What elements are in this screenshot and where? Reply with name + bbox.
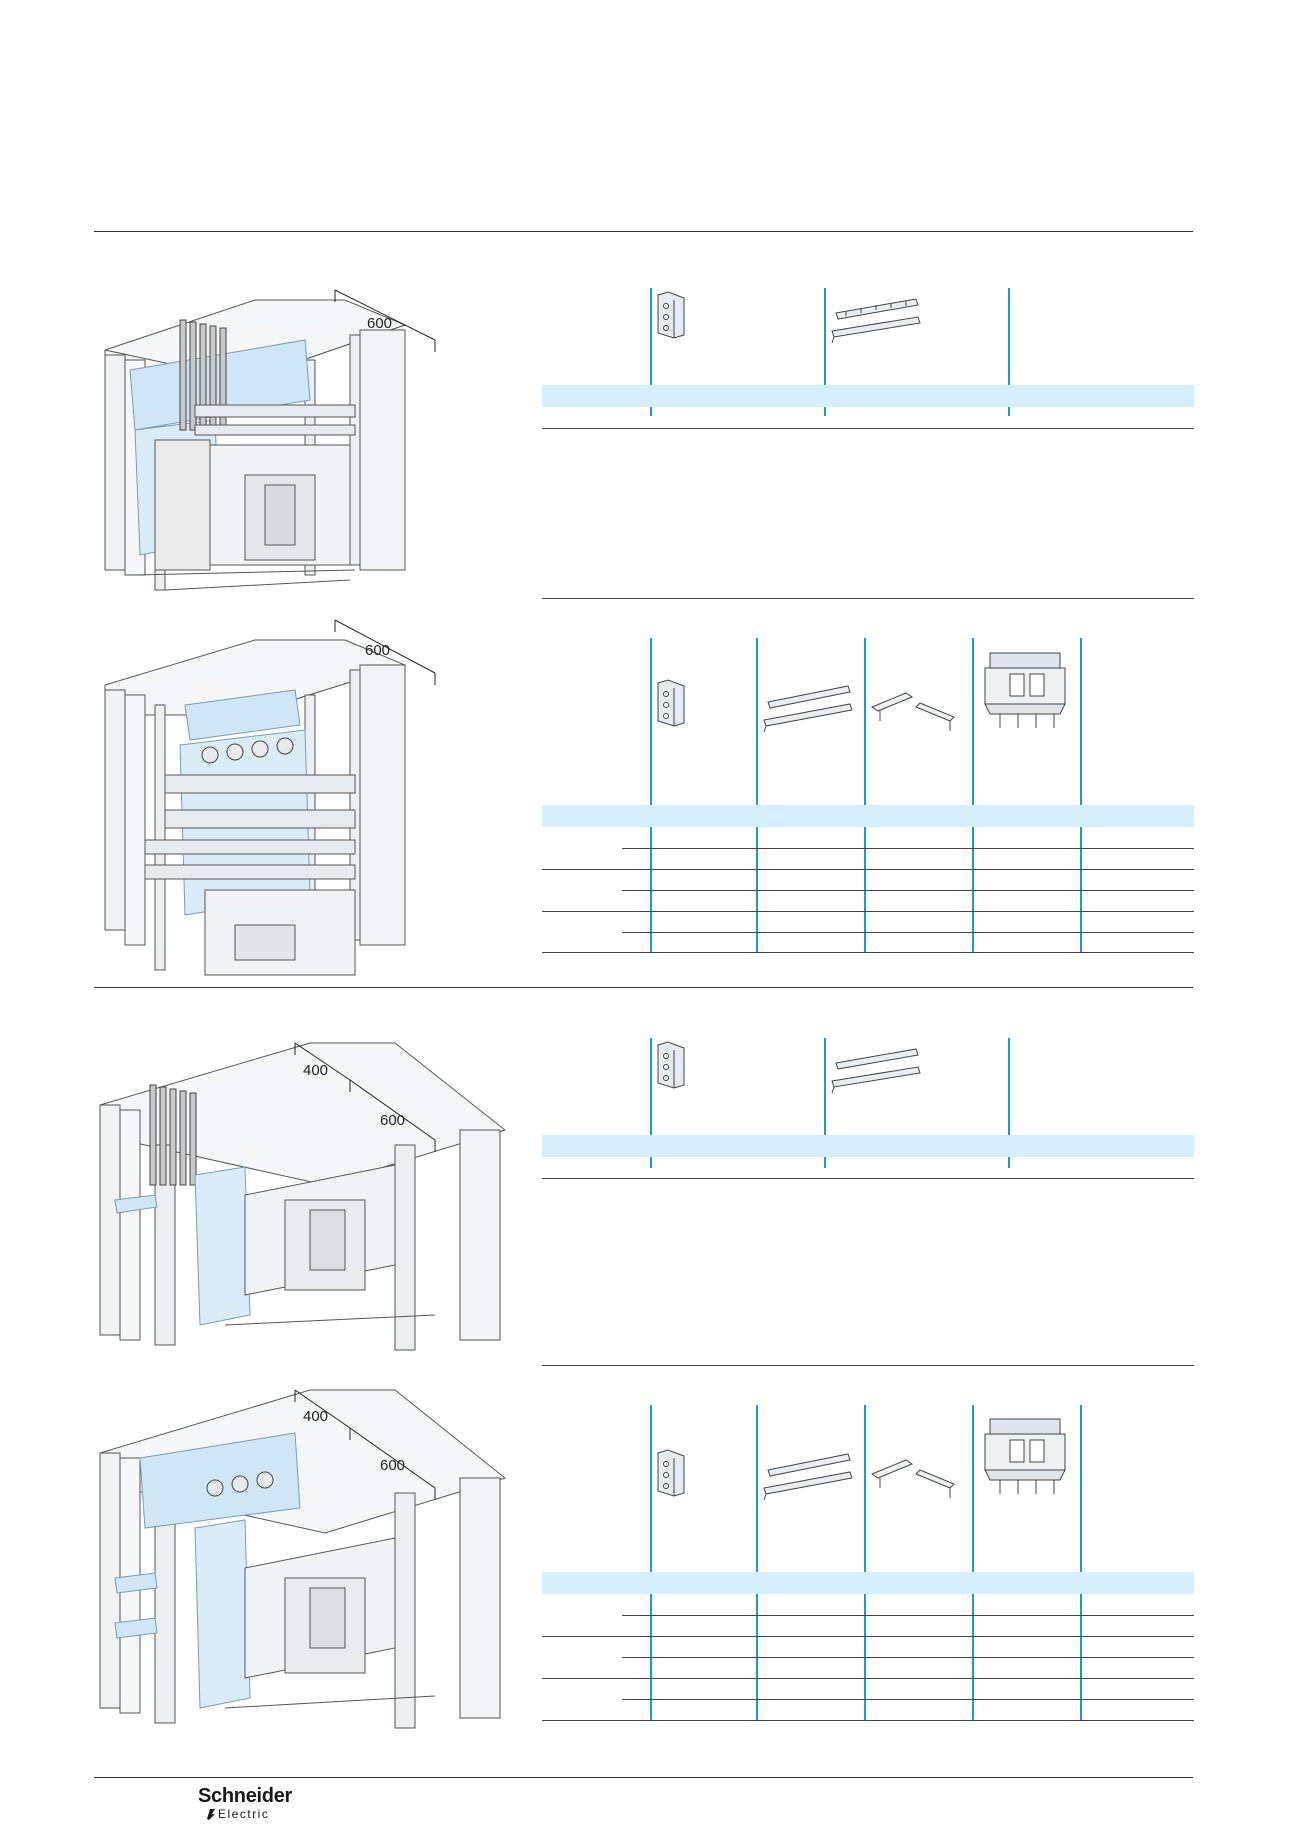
enclosure-illustration-b: 600: [104, 619, 436, 976]
enclosure-illustration-a: 600: [104, 289, 436, 591]
busbar-support-thumbnail: [831, 298, 921, 344]
brand-name: Schneider: [198, 1785, 292, 1807]
depth-dimension-label: 600: [365, 642, 390, 659]
table-row-rule: [622, 848, 1194, 849]
table-row-rule: [542, 869, 1194, 870]
column-divider: [1008, 1038, 1010, 1168]
column-divider: [650, 288, 652, 416]
connection-bracket-thumbnail: [657, 1449, 685, 1497]
table-row-rule: [542, 1678, 1194, 1679]
mounting-rail-thumbnail: [870, 1459, 955, 1498]
table-header-band: [542, 385, 1194, 407]
connection-bracket-thumbnail: [657, 1041, 685, 1089]
breaker-connector-thumbnail: [984, 1418, 1066, 1494]
column-divider: [650, 1038, 652, 1168]
section-b-top-rule: [542, 598, 1194, 599]
table-row-rule: [542, 1178, 1194, 1179]
column-divider: [824, 288, 826, 416]
table-header-band: [542, 1135, 1194, 1157]
column-divider: [824, 1038, 826, 1168]
table-row-rule: [542, 428, 1194, 429]
top-rule: [94, 231, 1193, 232]
depth-dimension-label: 600: [380, 1112, 405, 1129]
enclosure-illustration-c: 400 600: [99, 1042, 507, 1351]
mid-rule: [94, 987, 1193, 988]
column-divider: [864, 1405, 866, 1720]
table-row-rule: [622, 1615, 1194, 1616]
brand-mark-icon: [207, 1809, 215, 1820]
section-d-top-rule: [542, 1365, 1194, 1366]
column-divider: [1008, 288, 1010, 416]
width-dimension-label: 400: [303, 1062, 328, 1079]
table-row-rule: [622, 1699, 1194, 1700]
enclosure-illustration-d: 400 600: [99, 1389, 507, 1729]
column-divider: [650, 638, 652, 952]
bottom-rule: [94, 1777, 1193, 1778]
table-row-rule: [622, 932, 1194, 933]
width-dimension-label: 400: [303, 1408, 328, 1425]
column-divider: [972, 638, 974, 952]
brand-subtitle: Electric: [218, 1807, 270, 1821]
table-row-rule: [622, 890, 1194, 891]
table-header-band: [542, 805, 1194, 827]
table-row-rule: [542, 952, 1194, 953]
connection-bracket-thumbnail: [657, 679, 685, 727]
column-divider: [1080, 638, 1082, 952]
busbar-support-thumbnail: [831, 1048, 921, 1094]
column-divider: [756, 638, 758, 952]
busbar-support-thumbnail: [763, 685, 853, 733]
busbar-support-thumbnail: [763, 1453, 853, 1501]
depth-dimension-label: 600: [380, 1457, 405, 1474]
column-divider: [756, 1405, 758, 1720]
table-row-rule: [542, 911, 1194, 912]
mounting-rail-thumbnail: [870, 692, 955, 731]
column-divider: [972, 1405, 974, 1720]
connection-bracket-thumbnail: [657, 291, 685, 339]
column-divider: [1080, 1405, 1082, 1720]
breaker-connector-thumbnail: [984, 652, 1066, 728]
column-divider: [650, 1405, 652, 1720]
table-row-rule: [622, 1657, 1194, 1658]
table-row-rule: [542, 1720, 1194, 1721]
table-row-rule: [542, 1636, 1194, 1637]
column-divider: [864, 638, 866, 952]
depth-dimension-label: 600: [367, 315, 392, 332]
table-header-band: [542, 1572, 1194, 1594]
